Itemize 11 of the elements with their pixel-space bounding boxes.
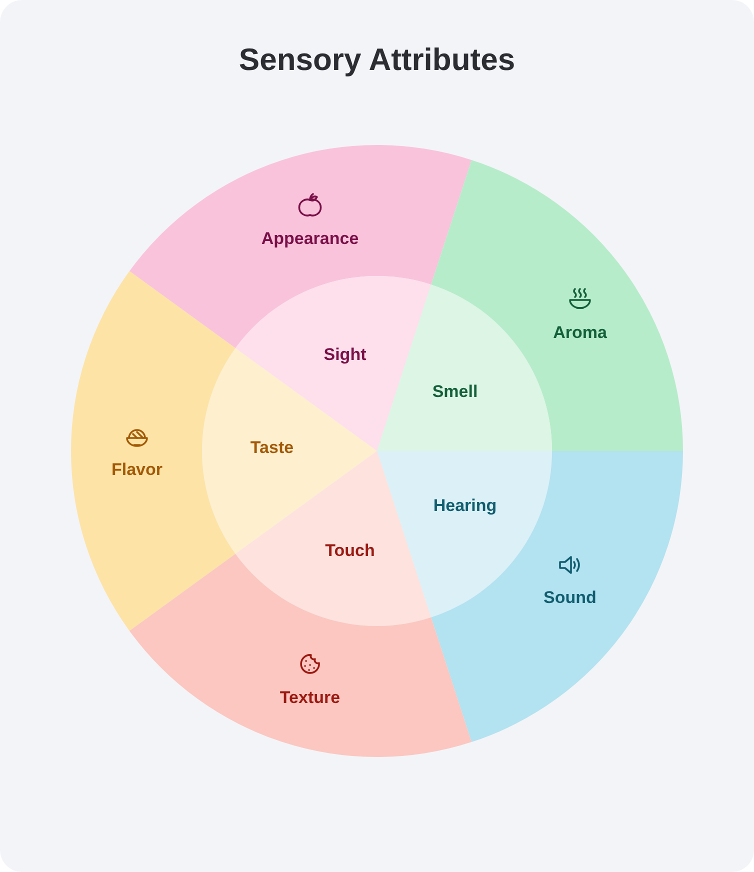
segment-label: Sound — [544, 588, 596, 608]
segment-label: Sight — [324, 345, 366, 365]
segment-label: Hearing — [433, 496, 497, 516]
segment-label: Taste — [250, 438, 294, 458]
segment-label: Flavor — [111, 460, 163, 480]
segment-label: Texture — [280, 688, 340, 708]
segment-label: Appearance — [261, 229, 359, 249]
segment-label: Smell — [432, 382, 478, 402]
segment-label: Aroma — [553, 323, 607, 343]
chart-title: Sensory Attributes — [238, 42, 516, 78]
segment-label: Touch — [325, 541, 375, 561]
